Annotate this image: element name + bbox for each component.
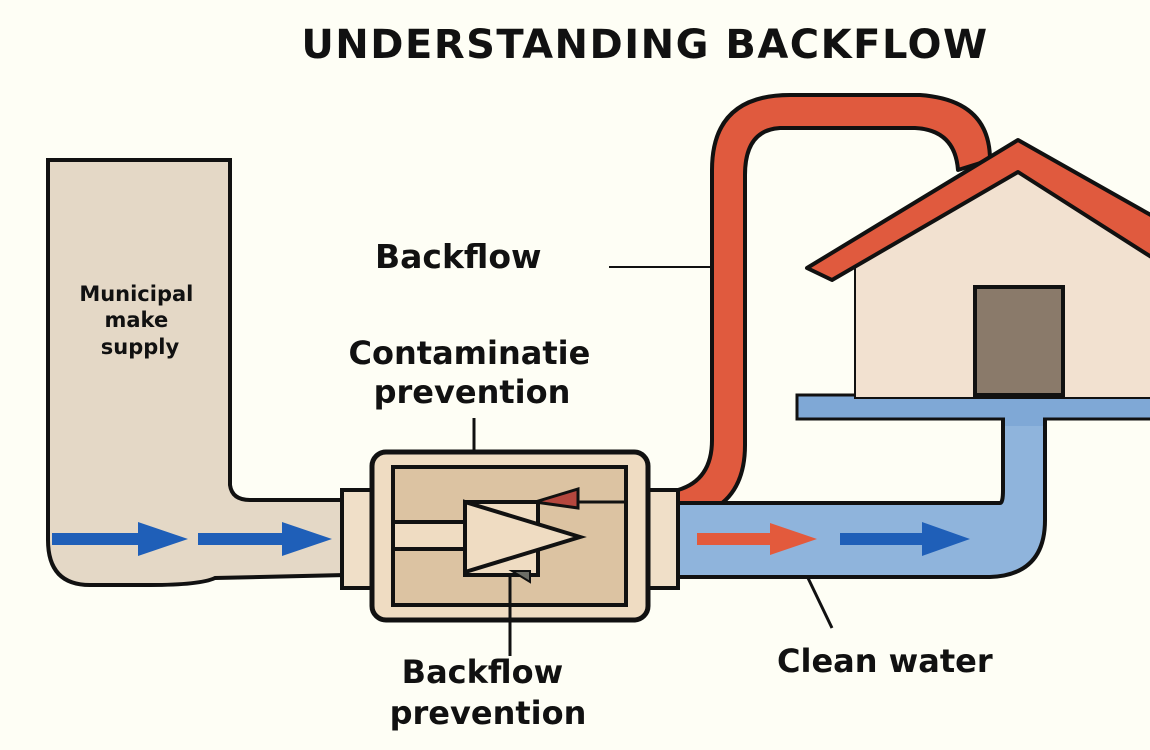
backflow-prevention-label: Backflow prevention [390, 653, 587, 732]
backflow-label: Backflow [375, 237, 542, 276]
clean-water-label: Clean water [777, 642, 993, 680]
valve-flap-icon [534, 486, 580, 510]
backflow-arrow-red [697, 523, 817, 555]
contamination-prevention-label: Contaminatie prevention [349, 334, 602, 411]
supply-flow-arrow-1 [52, 522, 188, 556]
house-icon [805, 138, 1150, 399]
door [973, 285, 1065, 397]
clean-water-leader-line [806, 577, 834, 629]
clean-flow-arrow-blue [840, 522, 970, 556]
municipal-supply-label: Municipal make supply [79, 282, 200, 359]
roof [805, 138, 1150, 282]
check-valve-icon [463, 499, 587, 575]
municipal-supply-pipe [46, 158, 347, 587]
supply-flow-arrow-2 [198, 522, 332, 556]
diagram-title: UNDERSTANDING BACKFLOW [301, 22, 988, 68]
